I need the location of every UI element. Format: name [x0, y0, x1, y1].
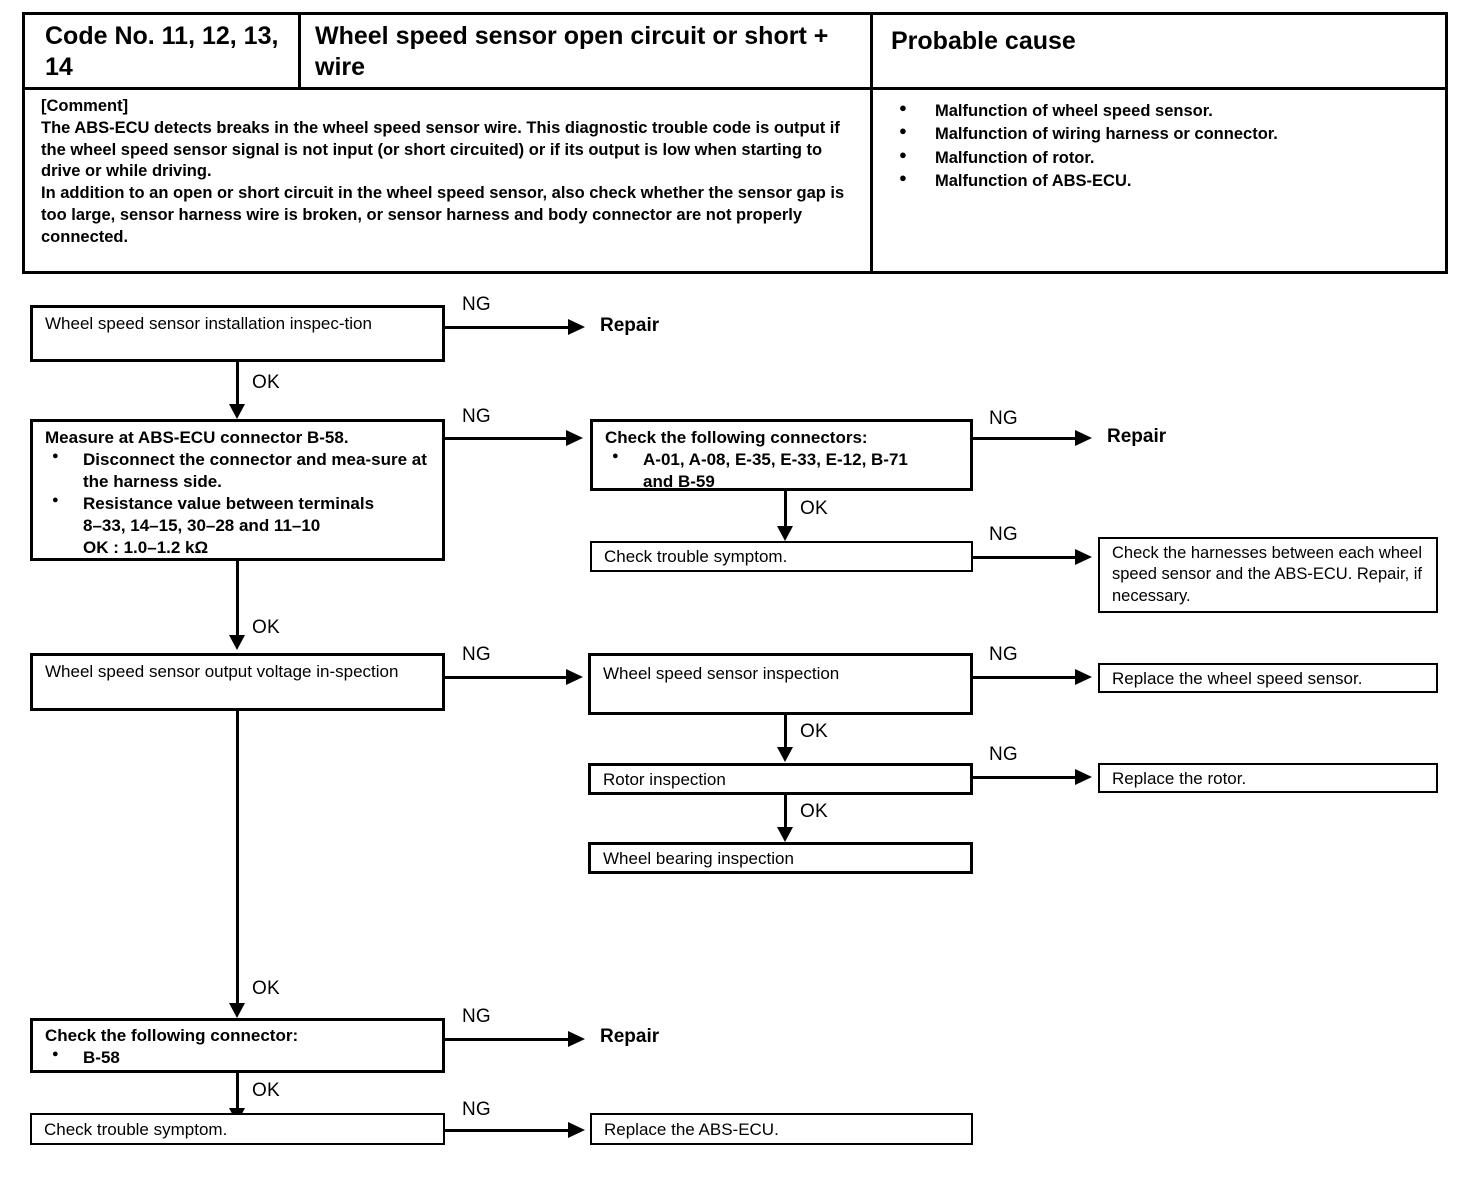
connector-line	[445, 1038, 570, 1041]
box-check-following-connector-b58: Check the following connector: B-58	[30, 1018, 445, 1073]
arrow-right-icon	[1075, 769, 1092, 785]
box-rotor-inspection: Rotor inspection	[588, 763, 973, 795]
probable-cause-list: Malfunction of wheel speed sensor. Malfu…	[891, 99, 1435, 194]
arrow-down-icon	[777, 827, 793, 842]
fault-title-cell: Wheel speed sensor open circuit or short…	[301, 15, 873, 90]
list-item: Malfunction of wiring harness or connect…	[891, 122, 1435, 146]
connector-line	[445, 437, 568, 440]
terminal-repair-1: Repair	[600, 315, 660, 336]
box-check-following-connectors: Check the following connectors: A-01, A-…	[590, 419, 973, 491]
arrow-down-icon	[229, 404, 245, 419]
box-wheel-bearing-inspection: Wheel bearing inspection	[588, 842, 973, 874]
connector-line	[973, 676, 1077, 679]
connector-line	[445, 326, 570, 329]
arrow-right-icon	[1075, 549, 1092, 565]
box-replace-abs-ecu: Replace the ABS-ECU.	[590, 1113, 973, 1145]
branch-label-ok: OK	[252, 372, 280, 393]
list-item: Disconnect the connector and mea-sure at…	[45, 449, 434, 493]
probable-cause-header-cell: Probable cause	[873, 15, 1445, 90]
list-item: Resistance value between terminals	[45, 493, 434, 515]
box-check-trouble-symptom-2: Check trouble symptom.	[30, 1113, 445, 1145]
branch-label-ng: NG	[989, 644, 1018, 665]
connector-line	[236, 561, 239, 639]
list-item: Malfunction of rotor.	[891, 146, 1435, 170]
box-title: Check the following connector:	[45, 1026, 299, 1045]
branch-label-ng: NG	[462, 1099, 491, 1120]
branch-label-ok: OK	[800, 801, 828, 822]
branch-label-ok: OK	[800, 721, 828, 742]
connector-line	[236, 362, 239, 408]
list-item-continued: and B-59	[643, 472, 715, 492]
arrow-right-icon	[566, 430, 583, 446]
comment-paragraph-2: In addition to an open or short circuit …	[41, 184, 845, 246]
terminal-repair-3: Repair	[600, 1026, 660, 1047]
terminal-repair-2: Repair	[1107, 426, 1167, 447]
connector-line	[784, 491, 787, 530]
connector-line	[445, 676, 568, 679]
box-check-trouble-symptom-1: Check trouble symptom.	[590, 541, 973, 572]
arrow-down-icon	[229, 635, 245, 650]
connector-list: A-01, A-08, E-35, E-33, E-12, B-71 and B…	[605, 449, 962, 493]
list-item: A-01, A-08, E-35, E-33, E-12, B-71	[605, 449, 962, 471]
connector-b58-list: B-58	[45, 1047, 434, 1069]
comment-paragraph-1: The ABS-ECU detects breaks in the wheel …	[41, 118, 840, 181]
box-title: Check the following connectors:	[605, 428, 868, 447]
measure-bullet-list: Disconnect the connector and mea-sure at…	[45, 449, 434, 559]
branch-label-ng: NG	[462, 294, 491, 315]
connector-line	[973, 437, 1077, 440]
connector-line	[236, 1073, 239, 1112]
arrow-down-icon	[777, 526, 793, 541]
box-title: Measure at ABS-ECU connector B-58.	[45, 428, 349, 447]
branch-label-ok: OK	[800, 498, 828, 519]
measure-ok-range: OK : 1.0–1.2 kΩ	[83, 538, 209, 558]
arrow-right-icon	[568, 1031, 585, 1047]
branch-label-ok: OK	[252, 978, 280, 999]
arrow-right-icon	[568, 1122, 585, 1138]
probable-cause-list-cell: Malfunction of wheel speed sensor. Malfu…	[873, 90, 1445, 271]
connector-line	[784, 715, 787, 751]
code-number-cell: Code No. 11, 12, 13, 14	[25, 15, 301, 90]
box-wheel-speed-sensor-output-voltage-inspection: Wheel speed sensor output voltage in-spe…	[30, 653, 445, 711]
connector-line	[445, 1129, 570, 1132]
list-item: Malfunction of wheel speed sensor.	[891, 99, 1435, 123]
branch-label-ng: NG	[462, 1006, 491, 1027]
arrow-right-icon	[1075, 430, 1092, 446]
connector-line	[784, 795, 787, 831]
branch-label-ng: NG	[462, 644, 491, 665]
branch-label-ok: OK	[252, 1080, 280, 1101]
arrow-down-icon	[777, 747, 793, 762]
box-wheel-speed-sensor-inspection: Wheel speed sensor inspection	[588, 653, 973, 715]
list-item: B-58	[45, 1047, 434, 1069]
branch-label-ng: NG	[989, 744, 1018, 765]
measure-terminals: 8–33, 14–15, 30–28 and 11–10	[83, 516, 321, 536]
arrow-right-icon	[568, 319, 585, 335]
comment-tag: [Comment]	[41, 97, 129, 115]
connector-line	[973, 776, 1077, 779]
fault-summary-table: Code No. 11, 12, 13, 14 Wheel speed sens…	[22, 12, 1448, 274]
connector-line	[973, 556, 1077, 559]
box-wheel-speed-sensor-installation-inspection: Wheel speed sensor installation inspec-t…	[30, 305, 445, 362]
box-measure-at-abs-ecu-connector: Measure at ABS-ECU connector B-58. Disco…	[30, 419, 445, 561]
comment-cell: [Comment] The ABS-ECU detects breaks in …	[25, 90, 873, 271]
branch-label-ng: NG	[989, 524, 1018, 545]
branch-label-ng: NG	[462, 406, 491, 427]
arrow-right-icon	[1075, 669, 1092, 685]
box-replace-wheel-speed-sensor: Replace the wheel speed sensor.	[1098, 663, 1438, 693]
arrow-right-icon	[566, 669, 583, 685]
arrow-down-icon	[229, 1003, 245, 1018]
branch-label-ok: OK	[252, 617, 280, 638]
box-check-harnesses-between-sensor-and-ecu: Check the harnesses between each wheel s…	[1098, 537, 1438, 613]
box-replace-rotor: Replace the rotor.	[1098, 763, 1438, 793]
list-item: Malfunction of ABS-ECU.	[891, 169, 1435, 193]
branch-label-ng: NG	[989, 408, 1018, 429]
connector-line-long	[236, 711, 239, 1008]
